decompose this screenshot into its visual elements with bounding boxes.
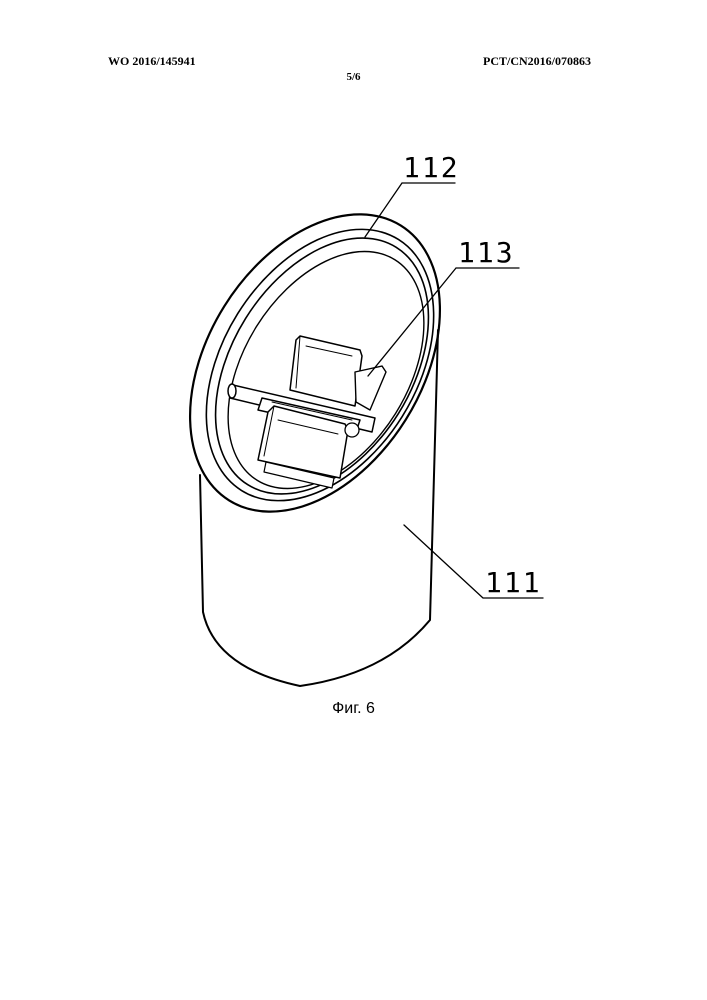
reference-numeral-112: 112 [403,151,460,184]
figure-caption: Фиг. 6 [0,700,707,718]
reference-numeral-113: 113 [458,236,515,269]
impeller-blade-upper [290,336,362,406]
reference-numeral-111: 111 [485,566,542,599]
leader-113 [368,268,519,376]
leader-112 [365,183,455,237]
